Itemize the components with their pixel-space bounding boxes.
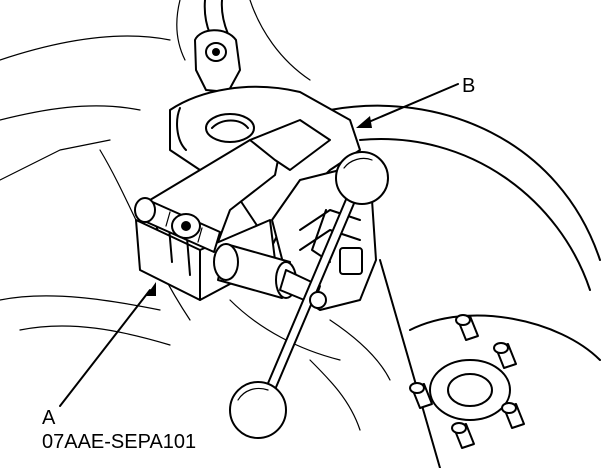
- callout-label-a: A: [42, 407, 56, 429]
- tool-forcing-screw: [134, 197, 221, 253]
- leader-line-a: [59, 289, 151, 407]
- wheel-stud: [493, 342, 517, 369]
- brake-rotor: [329, 104, 601, 468]
- arrowhead-a: [146, 282, 156, 296]
- wheel-stud: [501, 402, 525, 429]
- tool-t-handle: [229, 151, 389, 439]
- leader-lines: [59, 83, 459, 407]
- leader-line-b: [363, 83, 459, 125]
- wheel-stud: [409, 382, 433, 409]
- brake-hose-bracket: [194, 0, 241, 93]
- wheel-studs: [409, 314, 525, 449]
- wheel-stud: [455, 314, 479, 341]
- tool-part-number: 07AAE-SEPA101: [42, 431, 197, 453]
- wheel-stud: [451, 422, 475, 449]
- arrowhead-b: [356, 116, 372, 128]
- callout-label-b: B: [462, 75, 476, 97]
